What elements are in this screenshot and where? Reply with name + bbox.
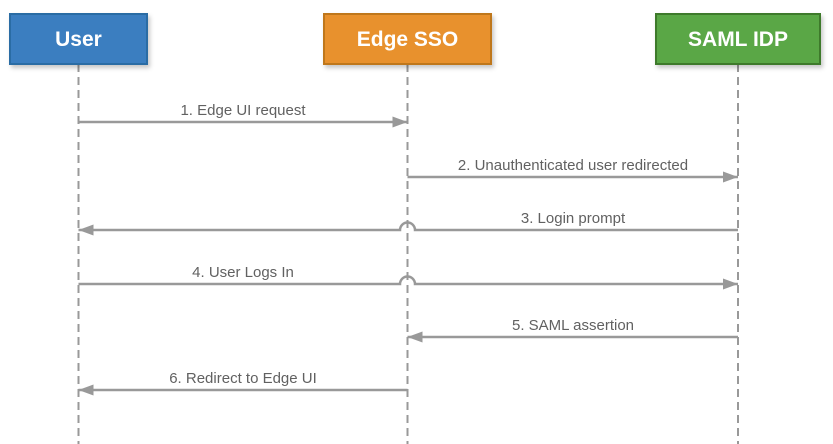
message-4: 4. User Logs In bbox=[78, 264, 738, 290]
message-5-label: 5. SAML assertion bbox=[512, 317, 634, 334]
message-6: 6. Redirect to Edge UI bbox=[78, 370, 408, 396]
message-6-label: 6. Redirect to Edge UI bbox=[169, 370, 317, 387]
actor-saml-idp: SAML IDP bbox=[655, 13, 821, 65]
actor-user: User bbox=[9, 13, 148, 65]
message-4-label: 4. User Logs In bbox=[192, 264, 294, 281]
message-2-label: 2. Unauthenticated user redirected bbox=[458, 157, 688, 174]
actor-edge-sso-box bbox=[323, 13, 492, 65]
actor-user-label: User bbox=[55, 28, 102, 51]
message-3-label: 3. Login prompt bbox=[521, 210, 626, 227]
message-3-arrow bbox=[78, 221, 738, 236]
actor-user-box bbox=[9, 13, 148, 65]
message-5: 5. SAML assertion bbox=[407, 317, 738, 343]
message-4-arrow bbox=[78, 275, 738, 290]
actor-edge-sso: Edge SSO bbox=[323, 13, 492, 65]
message-1-label: 1. Edge UI request bbox=[180, 102, 306, 119]
message-3: 3. Login prompt bbox=[78, 210, 738, 236]
message-2: 2. Unauthenticated user redirected bbox=[407, 157, 738, 183]
actor-saml-idp-label: SAML IDP bbox=[688, 28, 788, 51]
actor-saml-idp-box bbox=[655, 13, 821, 65]
actor-edge-sso-label: Edge SSO bbox=[357, 28, 459, 51]
lifelines bbox=[77, 64, 739, 444]
message-1: 1. Edge UI request bbox=[78, 102, 408, 128]
messages: 1. Edge UI request 2. Unauthenticated us… bbox=[78, 102, 738, 396]
